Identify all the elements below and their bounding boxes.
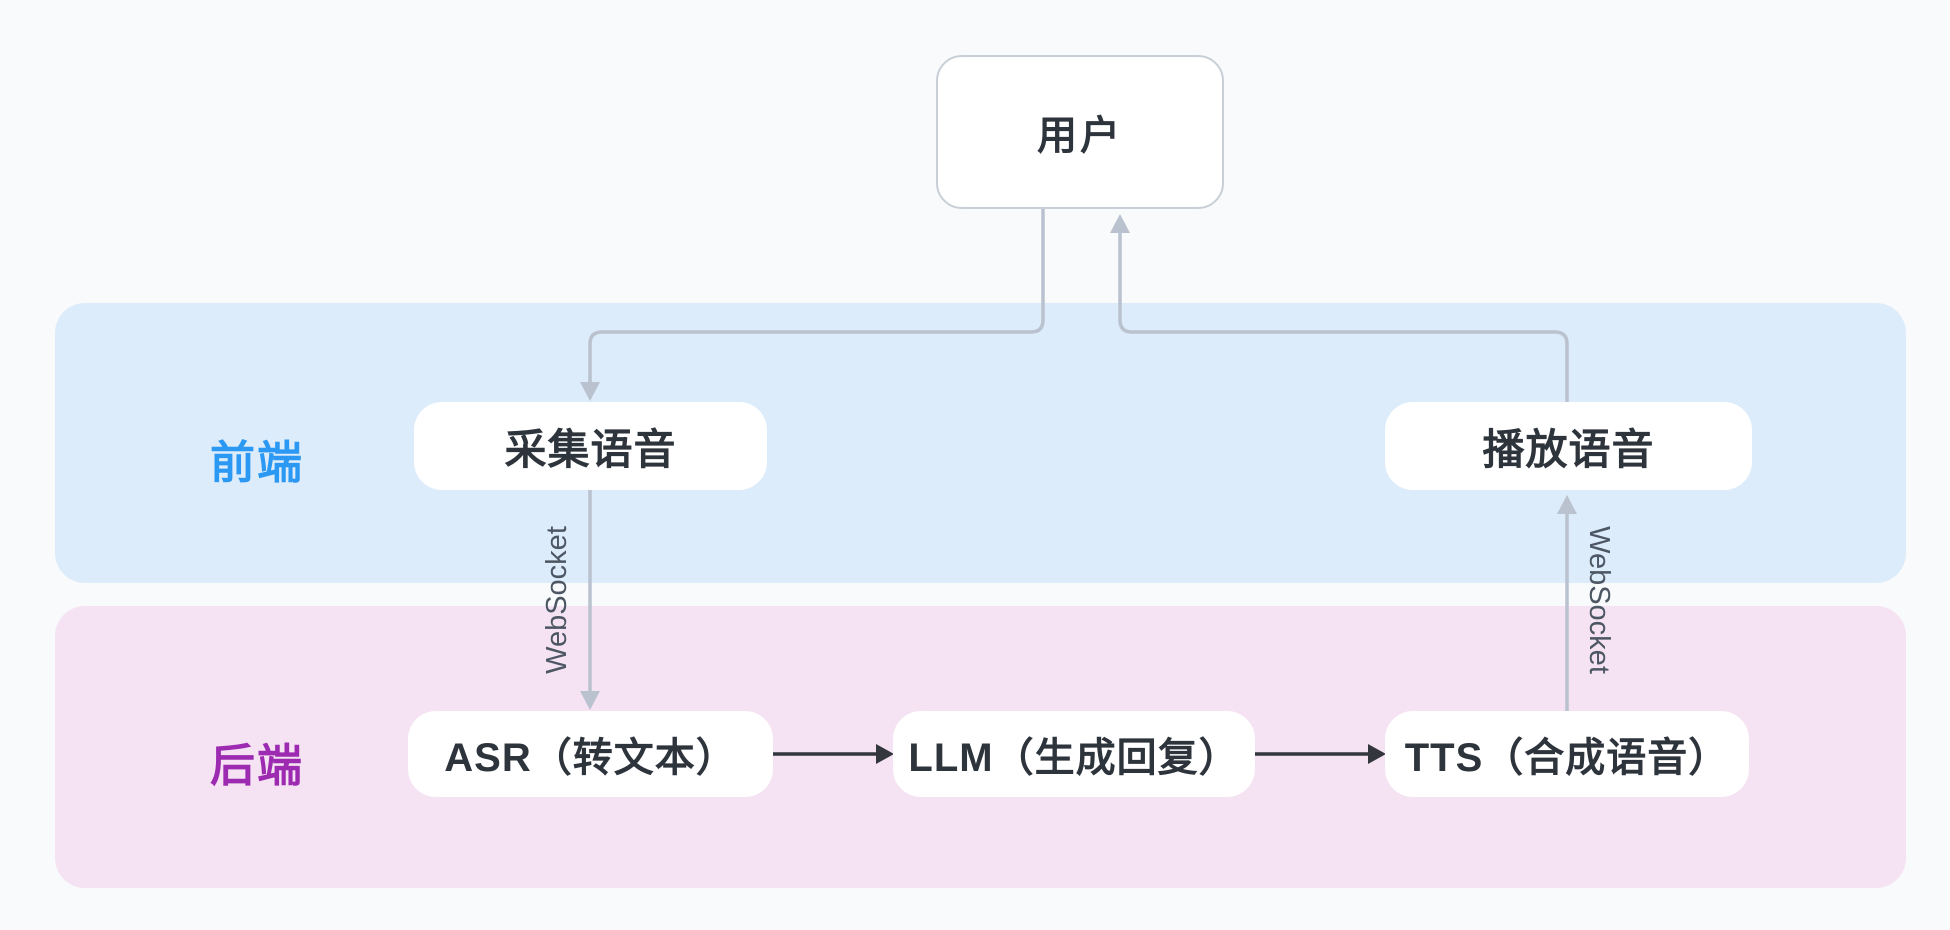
node-play-audio: 播放语音 (1385, 402, 1752, 490)
node-capture-audio: 采集语音 (414, 402, 767, 490)
websocket-edge-label-left: WebSocket (541, 526, 573, 674)
node-user: 用户 (936, 55, 1224, 209)
arrowhead-up-icon (1110, 214, 1130, 233)
node-asr: ASR（转文本） (408, 711, 773, 797)
node-llm: LLM（生成回复） (893, 711, 1255, 797)
backend-lane-label: 后端 (210, 740, 305, 791)
node-tts: TTS（合成语音） (1385, 711, 1749, 797)
frontend-lane-label: 前端 (210, 437, 305, 488)
websocket-edge-label-right: WebSocket (1583, 526, 1615, 674)
